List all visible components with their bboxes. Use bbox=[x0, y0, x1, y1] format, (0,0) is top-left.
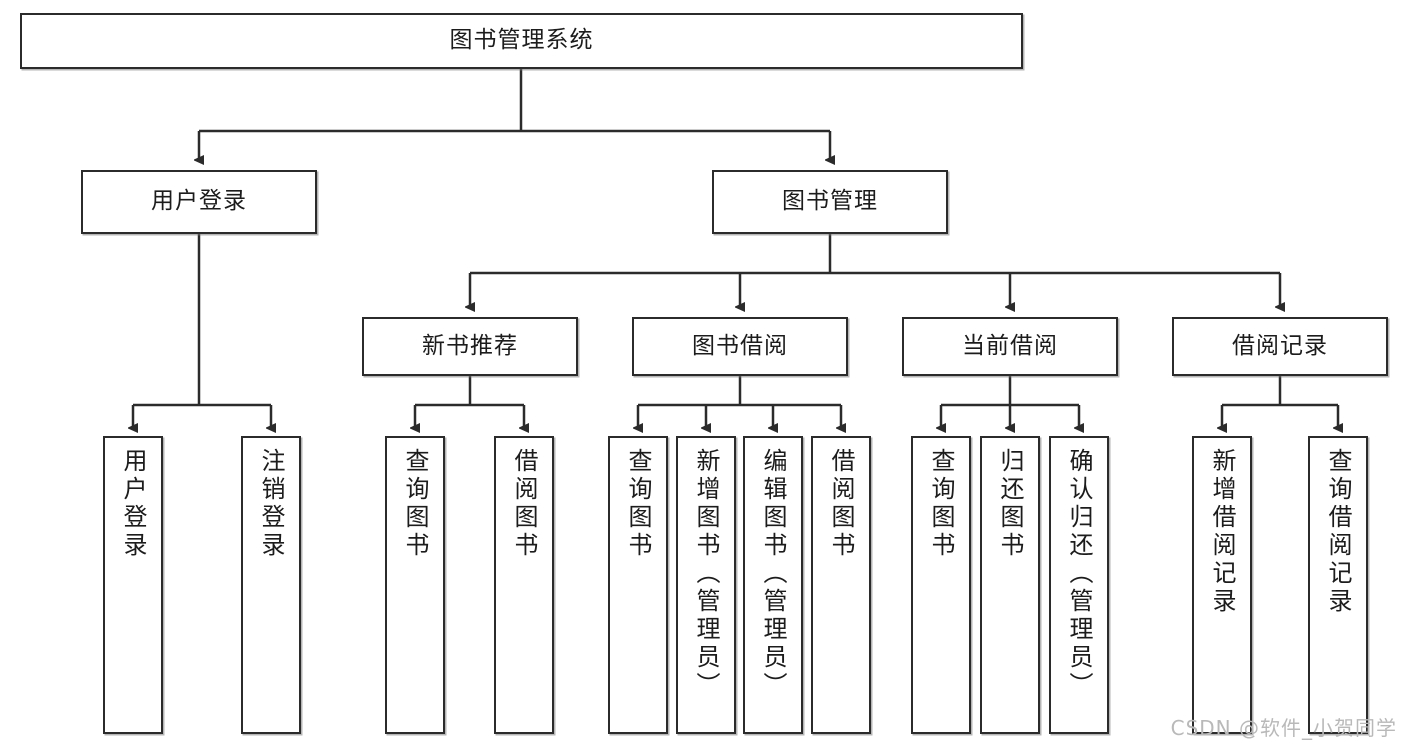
leaf-current-borrow-return-books[interactable]: 归还图书 bbox=[980, 436, 1040, 734]
node-label: 注销登录 bbox=[257, 448, 285, 560]
node-book-borrowing[interactable]: 图书借阅 bbox=[632, 317, 848, 376]
watermark: CSDN @软件_小贺同学 bbox=[1170, 716, 1397, 740]
leaf-current-borrow-query-books[interactable]: 查询图书 bbox=[911, 436, 971, 734]
node-label: 新书推荐 bbox=[422, 332, 518, 359]
node-label: 图书借阅 bbox=[692, 332, 788, 359]
leaf-book-borrow-edit-book-admin[interactable]: 编辑图书（管理员） bbox=[743, 436, 803, 734]
leaf-current-borrow-confirm-return-admin[interactable]: 确认归还（管理员） bbox=[1049, 436, 1109, 734]
node-label: 归还图书 bbox=[996, 448, 1024, 560]
node-label: 图书管理 bbox=[782, 188, 878, 215]
node-label: 图书管理系统 bbox=[449, 27, 594, 54]
node-label: 用户登录 bbox=[151, 188, 247, 215]
node-current-borrowing[interactable]: 当前借阅 bbox=[902, 317, 1118, 376]
node-label: 新增借阅记录 bbox=[1208, 448, 1236, 616]
leaf-book-borrow-borrow-books[interactable]: 借阅图书 bbox=[811, 436, 871, 734]
node-label: 编辑图书（管理员） bbox=[759, 448, 787, 700]
node-label: 当前借阅 bbox=[962, 332, 1058, 359]
node-label: 借阅图书 bbox=[827, 448, 855, 560]
leaf-new-book-borrow-books[interactable]: 借阅图书 bbox=[494, 436, 554, 734]
node-borrowing-records[interactable]: 借阅记录 bbox=[1172, 317, 1388, 376]
leaf-borrow-record-query-record[interactable]: 查询借阅记录 bbox=[1308, 436, 1368, 734]
node-label: 借阅图书 bbox=[510, 448, 538, 560]
leaf-new-book-query-books[interactable]: 查询图书 bbox=[385, 436, 445, 734]
node-user-login[interactable]: 用户登录 bbox=[81, 170, 317, 234]
leaf-book-borrow-query-books[interactable]: 查询图书 bbox=[608, 436, 668, 734]
node-label: 借阅记录 bbox=[1232, 332, 1328, 359]
node-label: 查询借阅记录 bbox=[1324, 448, 1352, 616]
node-label: 查询图书 bbox=[624, 448, 652, 560]
leaf-user-login-logout[interactable]: 注销登录 bbox=[241, 436, 301, 734]
node-label: 新增图书（管理员） bbox=[692, 448, 720, 700]
leaf-user-login-login[interactable]: 用户登录 bbox=[103, 436, 163, 734]
node-label: 用户登录 bbox=[119, 448, 147, 560]
leaf-book-borrow-add-book-admin[interactable]: 新增图书（管理员） bbox=[676, 436, 736, 734]
node-new-book-recommendation[interactable]: 新书推荐 bbox=[362, 317, 578, 376]
node-label: 查询图书 bbox=[927, 448, 955, 560]
leaf-borrow-record-add-record[interactable]: 新增借阅记录 bbox=[1192, 436, 1252, 734]
node-root-book-management-system[interactable]: 图书管理系统 bbox=[20, 13, 1023, 69]
node-book-management[interactable]: 图书管理 bbox=[712, 170, 948, 234]
node-label: 确认归还（管理员） bbox=[1065, 448, 1093, 700]
node-label: 查询图书 bbox=[401, 448, 429, 560]
